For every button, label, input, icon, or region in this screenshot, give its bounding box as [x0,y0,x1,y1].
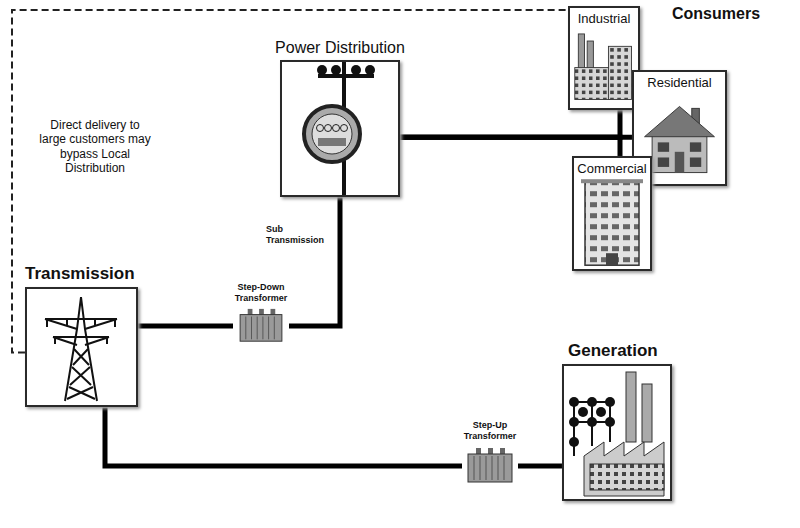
power-line [400,137,620,156]
transmission-box: Transmission [25,264,145,407]
node-icon [233,307,289,345]
commercial-box: Commercial [572,156,652,271]
power-line [105,407,462,466]
power-line [400,110,620,137]
icon-drawing [304,62,375,195]
transformer-symbol: Step-Up Transformer [455,420,525,487]
transformer-icon [462,445,518,487]
node-label: Residential [637,75,722,91]
power-line [138,324,233,329]
node-frame [280,60,400,197]
icon-drawing [468,448,512,482]
node-label: Commercial [577,161,647,177]
node-heading: Transmission [25,264,145,284]
group-heading: Consumers [672,4,792,23]
power-line [518,464,562,469]
node-icon [573,27,635,106]
node-frame [562,364,672,501]
node-icon [462,445,518,487]
transformer-icon [233,307,289,345]
node-heading: Step-Up Transformer [459,420,521,442]
industrial-box: Industrial [568,6,640,110]
node-icon [577,177,647,267]
node-icon [564,366,670,499]
icon-drawing [645,106,715,172]
node-icon [27,289,136,405]
note-text: Direct delivery to large customers may b… [36,118,154,176]
generation-box: Generation [562,341,674,501]
icon-drawing [45,297,117,401]
edge-label: Sub Transmission [266,224,328,246]
icon-drawing [240,309,282,341]
icon-drawing [581,179,643,265]
icon-drawing [575,34,632,100]
node-label: Industrial [573,11,635,27]
node-heading: Step-Down Transformer [230,282,292,304]
node-frame [25,287,138,407]
node-heading: Power Distribution [260,38,420,57]
distribution-box: Power Distribution [260,38,420,197]
node-icon [282,62,398,195]
icon-drawing [569,372,664,496]
node-heading: Generation [562,341,674,361]
power-line [289,197,340,326]
transformer-symbol: Step-Down Transformer [226,282,296,345]
